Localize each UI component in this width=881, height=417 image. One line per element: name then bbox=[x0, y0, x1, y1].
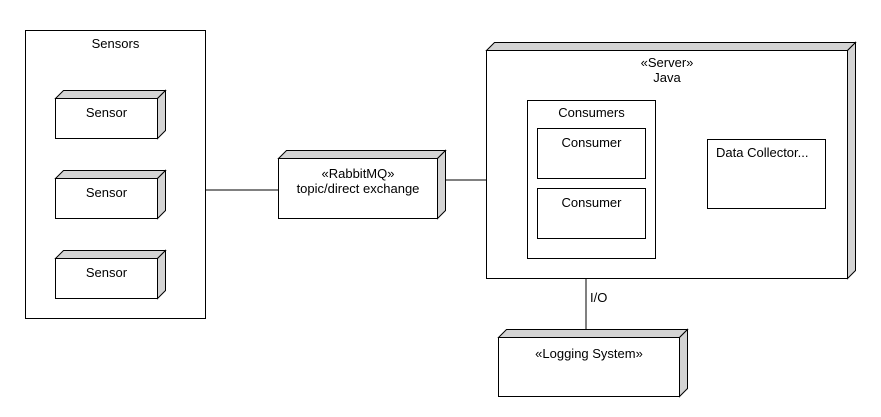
server-stereotype: «Server» bbox=[641, 55, 694, 70]
sensors-group-title: Sensors bbox=[92, 36, 140, 51]
logging-system-label: «Logging System» bbox=[535, 346, 643, 361]
sensor-label: Sensor bbox=[86, 105, 128, 120]
server-label: Java bbox=[653, 70, 681, 85]
consumer-box: Consumer bbox=[537, 188, 646, 239]
consumer-label: Consumer bbox=[562, 195, 623, 210]
consumers-group-title: Consumers bbox=[558, 105, 625, 120]
sensor-label: Sensor bbox=[86, 185, 128, 200]
io-link-label: I/O bbox=[590, 290, 607, 305]
consumer-box: Consumer bbox=[537, 128, 646, 179]
exchange-label: topic/direct exchange bbox=[297, 181, 420, 196]
sensor-label: Sensor bbox=[86, 265, 128, 280]
sensor-node: Sensor bbox=[54, 169, 167, 220]
consumer-label: Consumer bbox=[562, 135, 623, 150]
exchange-node: «RabbitMQ» topic/direct exchange bbox=[277, 149, 447, 220]
data-collector-box: Data Collector... bbox=[707, 139, 826, 209]
sensor-node: Sensor bbox=[54, 89, 167, 140]
sensor-node: Sensor bbox=[54, 249, 167, 300]
exchange-stereotype: «RabbitMQ» bbox=[322, 166, 395, 181]
data-collector-label: Data Collector... bbox=[716, 145, 809, 160]
logging-system-node: «Logging System» bbox=[497, 328, 689, 398]
